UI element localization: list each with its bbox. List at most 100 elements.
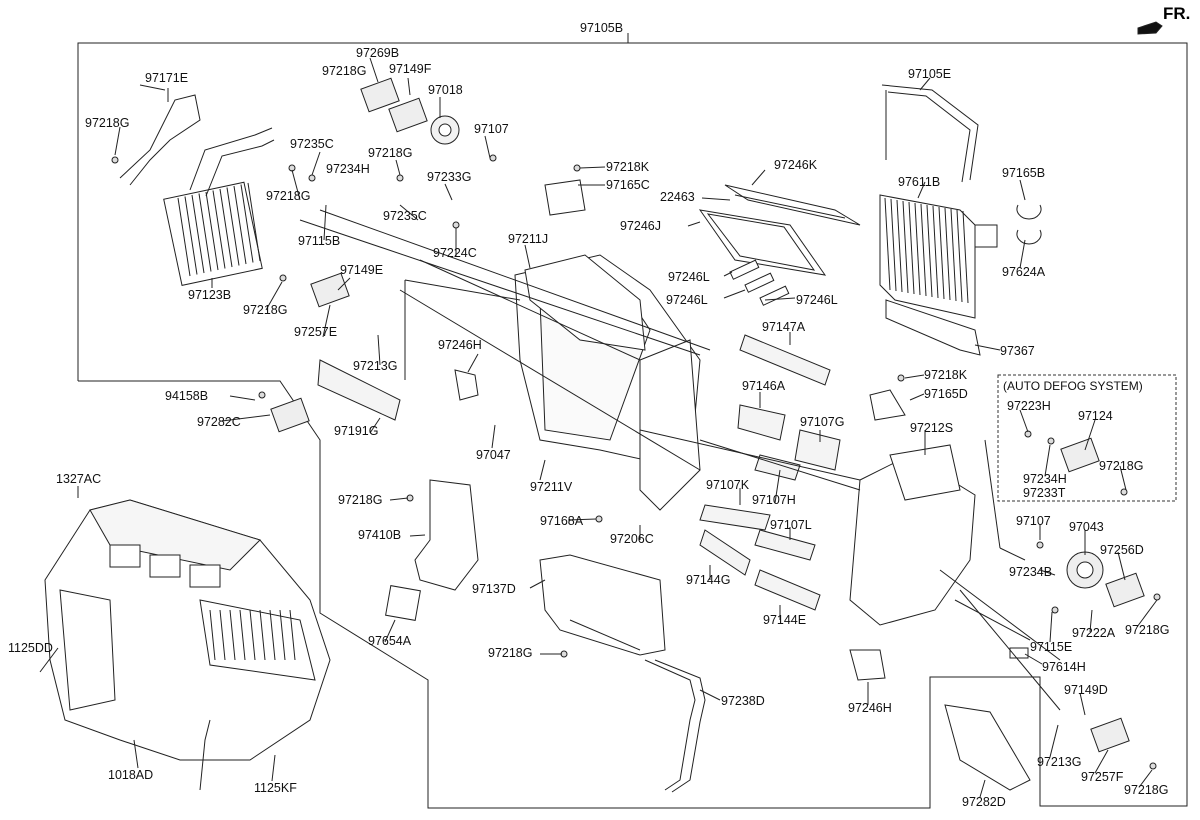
heater-pipe	[189, 127, 273, 191]
screw-fastener	[279, 274, 287, 282]
part-label: 97168A	[540, 514, 584, 528]
evaporator-fin	[950, 208, 957, 302]
door-plate-97147A	[739, 334, 831, 386]
leader-line	[139, 84, 166, 91]
leader-line	[939, 569, 1061, 661]
assembly-vent-slot	[209, 609, 216, 661]
leader-line	[1139, 769, 1153, 787]
intake-box	[889, 444, 961, 501]
leader-line	[377, 334, 381, 366]
evaporator-fin	[962, 210, 969, 304]
leader-line	[1019, 239, 1026, 269]
leader-line	[39, 647, 59, 673]
heater-core-fin	[233, 185, 247, 265]
part-label: 97107	[1016, 514, 1051, 528]
part-label: 97147A	[762, 320, 806, 334]
heater-core-fin	[177, 197, 191, 277]
assembly-top-opening	[109, 544, 141, 568]
blower-hub	[1076, 561, 1094, 579]
part-label: 97211V	[530, 480, 573, 494]
heater-core-fin	[184, 196, 198, 275]
part-label: 97115B	[298, 234, 341, 248]
part-label: 97614H	[1042, 660, 1086, 674]
part-label: 1125DD	[8, 641, 53, 655]
part-label: 97206C	[610, 532, 654, 546]
heater-core-fin	[226, 187, 240, 266]
part-label: 97624A	[1002, 265, 1046, 279]
part-label: 97238D	[721, 694, 765, 708]
part-label: 97234H	[1023, 472, 1067, 486]
part-label: 97246L	[796, 293, 838, 307]
part-label: 97218G	[1125, 623, 1170, 637]
blower-motor-hub	[438, 123, 452, 137]
actuator-motor	[1090, 717, 1130, 753]
part-label: 97233G	[427, 170, 472, 184]
screw-fastener	[1047, 437, 1055, 445]
part-label: 97218G	[322, 64, 367, 78]
part-label: 1018AD	[108, 768, 154, 782]
leader-line	[1117, 551, 1126, 581]
part-label: 97246J	[620, 219, 662, 233]
part-label: 97171E	[145, 71, 189, 85]
part-label: 97218G	[1099, 459, 1144, 473]
part-label: 97218K	[924, 368, 968, 382]
leader-line	[699, 439, 861, 491]
front-direction-label: FR.	[1163, 4, 1191, 23]
leader-line	[399, 204, 419, 221]
part-label: 97146A	[742, 379, 786, 393]
assembly-top-opening	[189, 564, 221, 588]
part-label: 97246L	[668, 270, 710, 284]
evaporator-seal-inner	[887, 91, 971, 183]
actuator-motor	[1105, 572, 1145, 608]
evaporator-fin	[902, 200, 909, 294]
foam-pad-97246L	[729, 259, 760, 280]
part-label: 1327AC	[56, 472, 102, 486]
leader-line	[984, 439, 1001, 549]
screw-fastener	[897, 374, 905, 382]
air-filter-inner	[706, 213, 816, 271]
screw-fastener	[573, 164, 581, 172]
part-label: 97043	[1069, 520, 1104, 534]
leader-line	[524, 244, 531, 269]
bracket-97165D	[869, 389, 906, 421]
assembly-vent-slot	[229, 609, 236, 661]
leader-line	[322, 304, 331, 338]
part-label: 97269B	[356, 46, 400, 60]
seal-97246H-lower	[849, 649, 886, 681]
part-label: 97224C	[433, 246, 477, 260]
assembly-vent-slot	[279, 609, 286, 661]
leader-line	[319, 209, 711, 351]
evaporator-fin	[908, 201, 915, 295]
door-plate-97107K	[699, 504, 771, 531]
leader-line	[484, 135, 491, 159]
screw-fastener	[396, 174, 404, 182]
leader-line	[291, 169, 301, 201]
leader-line	[389, 497, 409, 501]
part-label: 97257E	[294, 325, 338, 339]
assembly-blower-housing	[199, 599, 316, 681]
part-label: 1125KF	[254, 781, 297, 795]
door-plate-97107H	[754, 454, 801, 481]
lower-tray-97137D	[539, 554, 666, 656]
door-plate-97144E	[754, 569, 821, 611]
part-label: 97165D	[924, 387, 968, 401]
part-label: 97124	[1078, 409, 1113, 423]
door-plate-97107L	[754, 529, 816, 561]
part-label: 97256D	[1100, 543, 1144, 557]
leader-line	[467, 353, 479, 373]
part-label: 97218G	[85, 116, 130, 130]
leader-line	[701, 197, 731, 201]
part-label: 97234B	[1009, 565, 1053, 579]
part-label: 97218G	[368, 146, 413, 160]
evaporator-fin	[914, 202, 921, 296]
clip-97624A	[1016, 229, 1042, 245]
part-label: 97137D	[472, 582, 516, 596]
evaporator-pipe-fitting	[974, 224, 998, 248]
part-label: 97235C	[290, 137, 334, 151]
part-label: 97191G	[334, 424, 379, 438]
part-label: 97223H	[1007, 399, 1051, 413]
front-direction-arrow	[1137, 21, 1163, 35]
part-label: 97246H	[438, 338, 482, 352]
screw-fastener	[489, 154, 497, 162]
screw-fastener	[1051, 606, 1059, 614]
